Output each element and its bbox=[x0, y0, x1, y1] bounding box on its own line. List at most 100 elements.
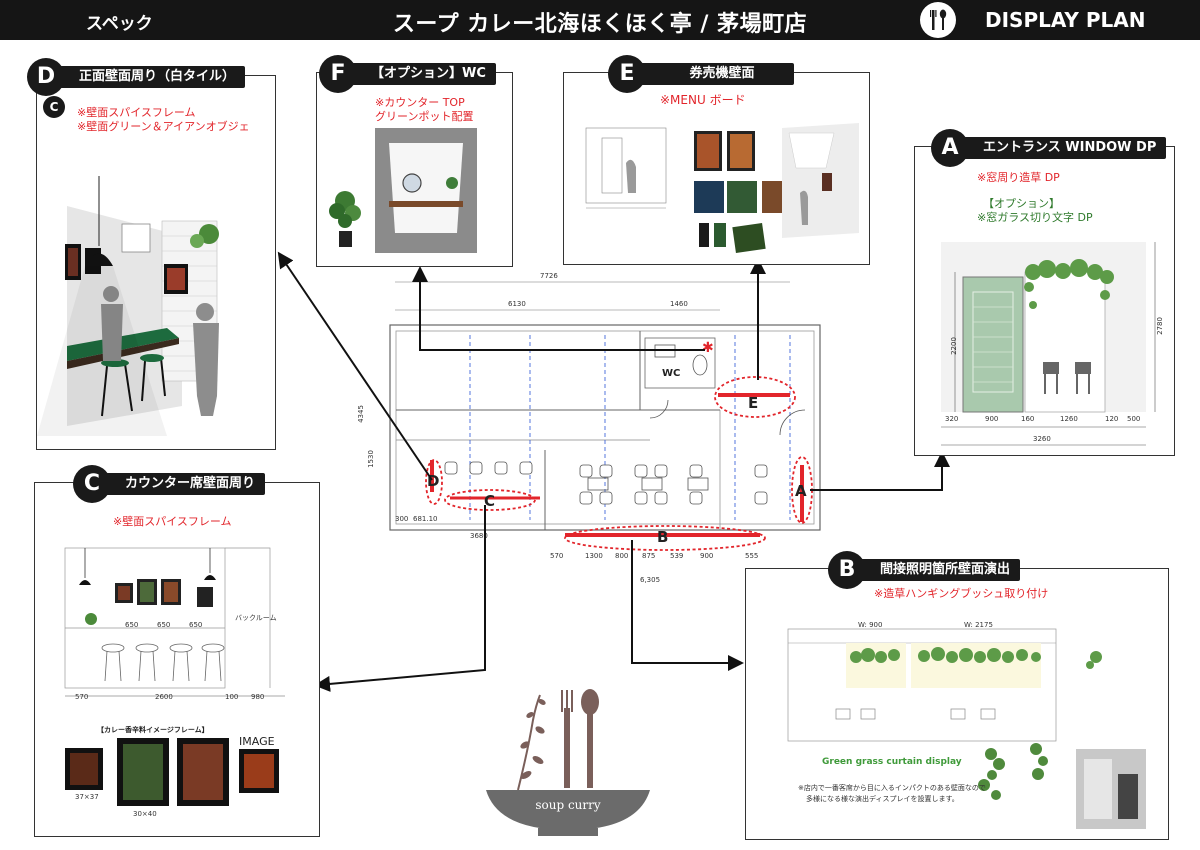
panel-b-width-1: W: 900 bbox=[858, 621, 883, 629]
plan-dim-b-6: 875 bbox=[642, 552, 656, 560]
panel-c-title: C カウンター席壁面周り bbox=[73, 465, 266, 503]
spec-label: スペック bbox=[86, 14, 153, 34]
panel-a-title: A エントランス WINDOW DP bbox=[931, 129, 1167, 167]
panel-a-entrance-window: A エントランス WINDOW DP ※窓周り造草 DP 【オプション】 ※窓ガ… bbox=[914, 129, 1175, 456]
plan-dim-b-0: 300 bbox=[395, 515, 409, 523]
panel-e-badge: E bbox=[608, 55, 646, 93]
panel-b-indirect-lighting-wall: B 間接照明箇所壁面演出 ※造草ハンギングブッシュ取り付け W: 900 W: … bbox=[745, 551, 1169, 840]
plan-marker-d: D bbox=[427, 472, 440, 490]
panel-e-ticket-machine-wall: E 券売機壁面 ※MENU ボード bbox=[563, 55, 870, 265]
display-plan-label: DISPLAY PLAN bbox=[985, 8, 1146, 32]
panel-c-dim-2: 100 bbox=[225, 693, 239, 701]
svg-text:✱: ✱ bbox=[702, 340, 714, 356]
plan-dim-b-8: 900 bbox=[700, 552, 714, 560]
plan-dim-b-3: 570 bbox=[550, 552, 564, 560]
panel-a-title-text: エントランス WINDOW DP bbox=[983, 140, 1157, 155]
panel-c-dim-3: 980 bbox=[251, 693, 265, 701]
plan-dim-top-left: 6130 bbox=[508, 300, 526, 308]
plan-dim-left-seg: 1530 bbox=[366, 450, 375, 468]
panel-b-illustration bbox=[787, 628, 1146, 829]
plan-wc-label: WC bbox=[662, 368, 681, 379]
plan-marker-c: C bbox=[484, 492, 496, 510]
panel-a-note-red: ※窓周り造草 DP bbox=[977, 171, 1060, 184]
plan-dim-b-4: 1300 bbox=[585, 552, 603, 560]
panel-a-dim-2: 160 bbox=[1021, 415, 1035, 423]
panel-c-dim-0: 570 bbox=[75, 693, 89, 701]
panel-f-title-text: 【オプション】WC bbox=[371, 66, 486, 81]
panel-d-sub-badge: C bbox=[43, 96, 65, 118]
panel-a-dim-5: 500 bbox=[1127, 415, 1141, 423]
panel-e-note-1: ※MENU ボード bbox=[660, 93, 746, 107]
floor-plan-drawing: ✱ bbox=[389, 281, 821, 551]
panel-f-badge: F bbox=[319, 55, 357, 93]
plan-dim-top-total: 7726 bbox=[540, 272, 558, 280]
panel-c-image-label: IMAGE bbox=[239, 735, 275, 748]
panel-b-note-1: ※造草ハンギングブッシュ取り付け bbox=[874, 587, 1049, 600]
panel-c-title-text: カウンター席壁面周り bbox=[125, 476, 256, 491]
plan-dim-top-right: 1460 bbox=[670, 300, 688, 308]
panel-c-dim-5: 650 bbox=[157, 621, 171, 629]
panel-b-jp-caption-2: 多様になる様な演出ディスプレイを設置します。 bbox=[806, 795, 959, 803]
panel-c-dim-4: 650 bbox=[125, 621, 139, 629]
panel-a-dim-0: 320 bbox=[945, 415, 959, 423]
panel-e-title-text: 券売機壁面 bbox=[689, 66, 755, 81]
panel-a-note-green-1: 【オプション】 bbox=[983, 197, 1060, 210]
panel-f-title: F 【オプション】WC bbox=[319, 55, 496, 93]
panel-d-note-1: ※壁面スパイスフレーム bbox=[77, 106, 196, 119]
page-title: スープ カレー北海ほくほく亭 / 茅場町店 bbox=[392, 12, 808, 37]
panel-d-title: D 正面壁面周り（白タイル） bbox=[27, 58, 246, 96]
panel-f-note-2: グリーンポット配置 bbox=[375, 110, 474, 123]
panel-b-width-2: W: 2175 bbox=[964, 621, 993, 629]
panel-b-title-text: 間接照明箇所壁面演出 bbox=[880, 562, 1011, 577]
fork-spoon-icon bbox=[920, 2, 956, 38]
panel-a-illustration bbox=[941, 242, 1156, 446]
panel-e-illustration bbox=[585, 123, 859, 253]
plan-dim-b-9: 555 bbox=[745, 552, 759, 560]
panel-b-english-caption: Green grass curtain display bbox=[822, 757, 962, 767]
floor-plan: ✱ WC E A D C B 7726 6130 1460 4345 1530 … bbox=[350, 260, 860, 590]
soup-curry-caption: soup curry bbox=[535, 798, 601, 812]
panel-f-wc: F 【オプション】WC ※カウンター TOP グリーンポット配置 bbox=[316, 55, 513, 267]
soup-curry-logo: soup curry bbox=[478, 680, 658, 840]
panel-d-illustration bbox=[37, 176, 219, 436]
panel-d-note-2: ※壁面グリーン＆アイアンオブジェ bbox=[77, 120, 250, 133]
panel-c-counter-wall: C カウンター席壁面周り ※壁面スパイスフレーム バックルーム 570 2600… bbox=[34, 465, 320, 837]
panel-c-illustration bbox=[64, 547, 285, 806]
panel-a-dim-1: 900 bbox=[985, 415, 999, 423]
plan-dim-b-1: 681.10 bbox=[413, 515, 438, 523]
plan-dim-b-2: 3680 bbox=[470, 532, 488, 540]
panel-b-title: B 間接照明箇所壁面演出 bbox=[828, 551, 1021, 589]
panel-c-dim-6: 650 bbox=[189, 621, 203, 629]
panel-a-dim-3: 1260 bbox=[1060, 415, 1078, 423]
plan-marker-a: A bbox=[795, 482, 807, 500]
header-bar: スペック スープ カレー北海ほくほく亭 / 茅場町店 DISPLAY PLAN bbox=[0, 0, 1200, 40]
panel-c-size-1: 37×37 bbox=[75, 793, 99, 801]
panel-f-illustration bbox=[329, 128, 477, 253]
panel-f-note-1: ※カウンター TOP bbox=[375, 96, 465, 109]
plan-dim-left-total: 4345 bbox=[356, 405, 365, 423]
plan-dim-b-10: 6,305 bbox=[640, 576, 661, 584]
soup-curry-emblem-icon bbox=[486, 689, 650, 836]
panel-b-badge: B bbox=[828, 551, 866, 589]
panel-a-dim-8: 2780 bbox=[1155, 317, 1164, 335]
panel-c-note-1: ※壁面スパイスフレーム bbox=[113, 515, 232, 528]
panel-a-note-green-2: ※窓ガラス切り文字 DP bbox=[977, 211, 1093, 224]
panel-c-backroom: バックルーム bbox=[235, 614, 277, 622]
plan-marker-e: E bbox=[748, 394, 759, 412]
panel-a-badge: A bbox=[931, 129, 969, 167]
panel-c-badge: C bbox=[73, 465, 111, 503]
panel-a-dim-6: 3260 bbox=[1033, 435, 1051, 443]
plan-dim-b-5: 800 bbox=[615, 552, 629, 560]
panel-d-title-text: 正面壁面周り（白タイル） bbox=[79, 69, 236, 84]
panel-b-jp-caption-1: ※店内で一番客席から目に入るインパクトのある壁面なので bbox=[798, 784, 986, 792]
panel-c-frame-caption: 【カレー香辛料イメージフレーム】 bbox=[97, 726, 209, 734]
panel-c-dim-1: 2600 bbox=[155, 693, 173, 701]
panel-d-badge: D bbox=[27, 58, 65, 96]
plan-marker-b: B bbox=[657, 528, 669, 546]
panel-c-size-2: 30×40 bbox=[133, 810, 157, 818]
panel-d-front-wall: D 正面壁面周り（白タイル） C ※壁面スパイスフレーム ※壁面グリーン＆アイア… bbox=[27, 58, 276, 450]
panel-a-dim-7: 2200 bbox=[949, 337, 958, 355]
panel-e-title: E 券売機壁面 bbox=[608, 55, 794, 93]
plan-dim-b-7: 539 bbox=[670, 552, 684, 560]
panel-a-dim-4: 120 bbox=[1105, 415, 1119, 423]
